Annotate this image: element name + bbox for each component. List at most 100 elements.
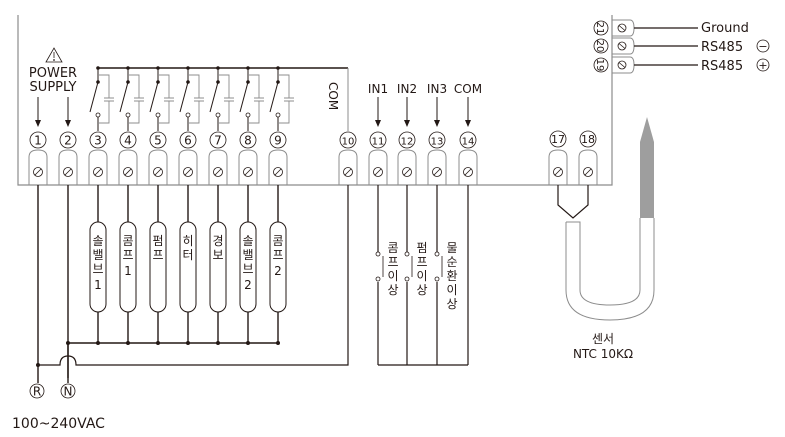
svg-text:8: 8 bbox=[244, 134, 252, 148]
relay-com-label: COM bbox=[326, 82, 340, 110]
screw-icon bbox=[373, 167, 383, 177]
svg-text:19: 19 bbox=[594, 59, 605, 72]
screw-icon bbox=[183, 167, 193, 177]
svg-text:보: 보 bbox=[212, 248, 223, 262]
svg-text:환: 환 bbox=[446, 269, 457, 283]
svg-text:콤: 콤 bbox=[387, 241, 398, 255]
svg-text:10: 10 bbox=[342, 137, 355, 148]
controller-box bbox=[17, 15, 613, 186]
screw-icon bbox=[93, 167, 103, 177]
svg-text:상: 상 bbox=[446, 297, 457, 311]
screw-icon bbox=[63, 167, 73, 177]
screw-icon bbox=[213, 167, 223, 177]
terminal-block bbox=[88, 149, 108, 185]
load-9: 콤프2 bbox=[269, 221, 287, 313]
comm-label-rs485-plus: RS485 bbox=[701, 59, 743, 74]
terminal-number-2: 2 bbox=[59, 131, 77, 149]
svg-text:2: 2 bbox=[244, 278, 252, 292]
neutral-terminal-symbol: N bbox=[60, 383, 76, 399]
screw-icon bbox=[553, 167, 563, 177]
svg-text:히: 히 bbox=[182, 234, 193, 248]
svg-text:이: 이 bbox=[446, 283, 457, 297]
terminal-number-5: 5 bbox=[149, 131, 167, 149]
svg-text:펌: 펌 bbox=[416, 241, 427, 255]
svg-text:4: 4 bbox=[124, 134, 132, 148]
terminal-number-4: 4 bbox=[119, 131, 137, 149]
terminal-number-13: 13 bbox=[428, 131, 446, 149]
screw-icon bbox=[432, 167, 442, 177]
svg-text:순: 순 bbox=[446, 255, 457, 269]
svg-text:경: 경 bbox=[212, 234, 223, 248]
terminal-number-circle bbox=[579, 130, 597, 148]
screw-icon bbox=[463, 167, 473, 177]
junction-dot bbox=[126, 341, 130, 345]
comm-terminal-number-21: 21 bbox=[593, 20, 609, 36]
svg-text:이: 이 bbox=[416, 269, 427, 283]
svg-text:5: 5 bbox=[154, 134, 162, 148]
svg-text:솔: 솔 bbox=[242, 234, 253, 248]
screw-icon bbox=[617, 41, 627, 51]
svg-text:2: 2 bbox=[274, 264, 282, 278]
terminal-block bbox=[28, 149, 48, 185]
input-label-in1: IN1 bbox=[368, 82, 388, 96]
sensor-probe-icon bbox=[640, 117, 654, 218]
relay-contact-icon bbox=[209, 66, 234, 131]
svg-text:프: 프 bbox=[122, 248, 133, 262]
terminal-block bbox=[148, 149, 168, 185]
terminal-number-8: 8 bbox=[239, 131, 257, 149]
svg-text:13: 13 bbox=[431, 137, 444, 148]
svg-text:9: 9 bbox=[274, 134, 282, 148]
power-supply-label-line2: SUPPLY bbox=[30, 80, 77, 95]
svg-text:이: 이 bbox=[387, 269, 398, 283]
screw-icon bbox=[343, 167, 353, 177]
svg-text:밸: 밸 bbox=[242, 248, 253, 262]
svg-text:2: 2 bbox=[64, 134, 72, 148]
terminal-number-12: 12 bbox=[398, 131, 416, 149]
screw-icon bbox=[583, 167, 593, 177]
svg-text:터: 터 bbox=[182, 248, 193, 262]
svg-text:콤: 콤 bbox=[122, 234, 133, 248]
screw-icon bbox=[617, 23, 627, 33]
sensor-terminal-17: 17 bbox=[551, 133, 565, 146]
svg-text:7: 7 bbox=[214, 134, 222, 148]
terminal-block bbox=[118, 149, 138, 185]
terminal-block bbox=[397, 149, 417, 185]
sensor-name: 센서 bbox=[592, 332, 614, 346]
svg-text:상: 상 bbox=[416, 283, 427, 297]
terminal-block bbox=[178, 149, 198, 185]
minus-sign-icon: − bbox=[756, 39, 770, 53]
svg-text:프: 프 bbox=[272, 248, 283, 262]
terminal-block bbox=[238, 149, 258, 185]
terminal-block bbox=[268, 149, 288, 185]
terminal-number-7: 7 bbox=[209, 131, 227, 149]
svg-text:12: 12 bbox=[401, 137, 414, 148]
comm-label-rs485-minus: RS485 bbox=[701, 40, 743, 55]
relay-contact-icon bbox=[239, 66, 264, 131]
svg-text:20: 20 bbox=[594, 40, 605, 53]
svg-text:브: 브 bbox=[92, 262, 103, 276]
junction-dot bbox=[216, 341, 220, 345]
junction-dot bbox=[246, 341, 250, 345]
svg-text:11: 11 bbox=[372, 137, 385, 148]
svg-text:−: − bbox=[758, 40, 767, 53]
svg-text:3: 3 bbox=[94, 134, 102, 148]
junction-dot bbox=[156, 341, 160, 345]
terminal-block bbox=[368, 149, 388, 185]
terminal-block bbox=[578, 149, 598, 185]
relay-contact-icon bbox=[89, 66, 114, 131]
load-4: 콤프1 bbox=[119, 221, 137, 313]
svg-text:프: 프 bbox=[416, 255, 427, 269]
terminal-number-6: 6 bbox=[179, 131, 197, 149]
svg-text:6: 6 bbox=[184, 134, 192, 148]
voltage-label: 100~240VAC bbox=[12, 416, 105, 432]
terminal-number-14: 14 bbox=[459, 131, 477, 149]
svg-text:R: R bbox=[33, 385, 41, 399]
svg-text:물: 물 bbox=[446, 241, 457, 255]
svg-text:1: 1 bbox=[34, 134, 42, 148]
load-5: 펌프 bbox=[149, 221, 167, 313]
relay-contact-icon bbox=[179, 66, 204, 131]
